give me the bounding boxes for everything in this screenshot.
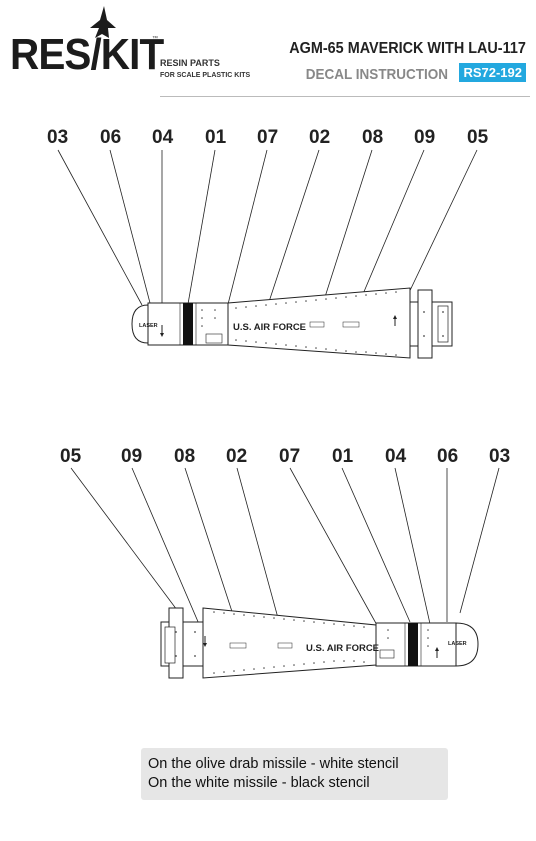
page-title: AGM-65 MAVERICK WITH LAU-117: [289, 40, 526, 57]
tagline-2: FOR SCALE PLASTIC KITS: [160, 72, 251, 79]
bottom-nose-stencil: LASER: [448, 641, 467, 647]
bottom-callout-5: 07: [279, 446, 301, 467]
top-callout-7: 08: [362, 127, 384, 148]
bottom-callout-3: 08: [174, 446, 196, 467]
header-divider: [160, 96, 530, 97]
bottom-callout-1: 05: [60, 446, 82, 467]
bottom-callout-6: 01: [332, 446, 354, 467]
jet-icon: [90, 6, 116, 38]
stencil-notes: On the olive drab missile - white stenci…: [141, 748, 448, 800]
top-callout-6: 02: [309, 127, 331, 148]
top-callout-8: 09: [414, 127, 436, 148]
bottom-leader-lines: [70, 467, 500, 656]
top-missile: LASER U.S. AIR FORCE: [131, 287, 453, 359]
bottom-callout-8: 06: [437, 446, 459, 467]
page-subtitle: DECAL INSTRUCTION: [305, 66, 448, 83]
bottom-missile: LASER U.S. AIR FORCE: [160, 607, 479, 679]
bottom-callout-2: 09: [121, 446, 143, 467]
bottom-callout-9: 03: [489, 446, 511, 467]
top-callout-9: 05: [467, 127, 489, 148]
product-code-badge: RS72-192: [459, 63, 526, 82]
logo: RES/KIT: [10, 30, 164, 79]
top-callout-4: 01: [205, 127, 227, 148]
top-callout-3: 04: [152, 127, 174, 148]
top-callout-5: 07: [257, 127, 279, 148]
trademark: ™: [152, 36, 158, 42]
bottom-callout-4: 02: [226, 446, 248, 467]
header: RES/KIT ™ RESIN PARTS FOR SCALE PLASTIC …: [0, 0, 536, 100]
top-callout-2: 06: [100, 127, 122, 148]
bottom-usaf-stencil: U.S. AIR FORCE: [306, 643, 379, 654]
top-callout-1: 03: [47, 127, 69, 148]
top-leader-lines: [57, 149, 478, 330]
note-olive-drab: On the olive drab missile - white stenci…: [148, 756, 399, 772]
note-white: On the white missile - black stencil: [148, 775, 370, 791]
top-usaf-stencil: U.S. AIR FORCE: [233, 322, 306, 333]
bottom-callout-7: 04: [385, 446, 407, 467]
top-nose-stencil: LASER: [139, 323, 158, 329]
tagline-1: RESIN PARTS: [160, 58, 220, 68]
